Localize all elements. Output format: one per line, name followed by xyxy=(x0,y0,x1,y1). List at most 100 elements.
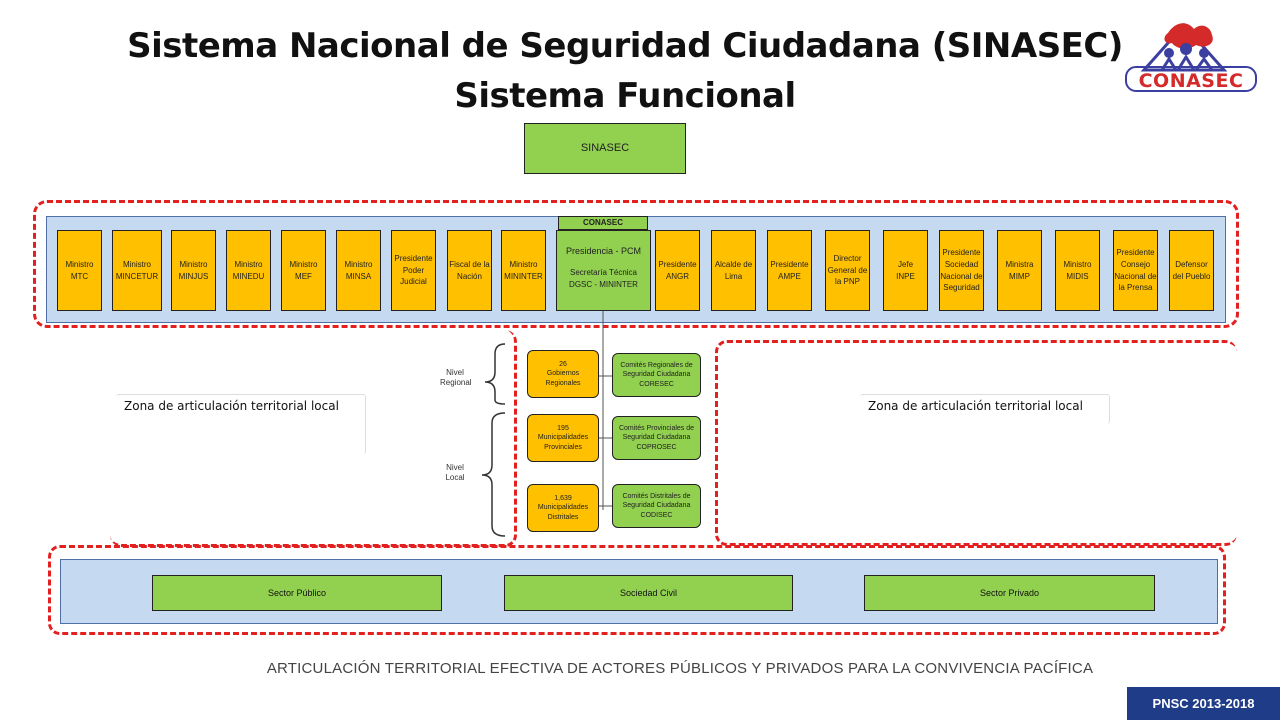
government-box-line: Provinciales xyxy=(544,443,582,451)
national-level-boundary xyxy=(33,200,1239,328)
member-box-line: MIMP xyxy=(1009,271,1030,281)
member-box-line: MIDIS xyxy=(1066,271,1089,281)
member-box-line: Nación xyxy=(457,271,482,281)
member-box-line: Ministro xyxy=(509,259,538,269)
member-box-line: Ministro xyxy=(179,259,208,269)
zona-articulacion-left: Zona de articulación territorial local xyxy=(116,394,366,454)
member-box-line: la PNP xyxy=(835,277,860,287)
member-box-line: Ministro xyxy=(344,259,373,269)
member-box-line: Ministro xyxy=(1063,259,1092,269)
conasec-tab: CONASEC xyxy=(558,216,648,230)
member-box-line: MTC xyxy=(70,271,89,281)
member-box-line: Ministro xyxy=(289,259,318,269)
member-box-line: la Prensa xyxy=(1118,283,1153,293)
member-box-line: Presidente xyxy=(658,259,697,269)
member-box-line: Seguridad xyxy=(943,283,980,293)
member-box-line: ANGR xyxy=(665,271,690,281)
sinasec-box: SINASEC xyxy=(524,123,686,174)
pnsc-badge: PNSC 2013-2018 xyxy=(1127,687,1280,720)
sector-publico-box: Sector Público xyxy=(152,575,442,611)
committee-box-line: CORESEC xyxy=(639,380,674,388)
committee-box-line: Comités Distritales de xyxy=(622,492,691,500)
presidencia-line1: Presidencia - PCM xyxy=(565,246,642,256)
member-box-line: del Pueblo xyxy=(1172,271,1211,281)
member-box-line: Judicial xyxy=(400,277,427,287)
member-box-line: MEF xyxy=(295,271,312,281)
conasec-logo-icon xyxy=(1125,22,1257,92)
presidencia-line3: DGSC - MININTER xyxy=(569,279,638,289)
member-box-line: MINEDU xyxy=(232,271,265,281)
member-box-line: Presidente xyxy=(394,254,433,264)
member-box: Defensor del Pueblo xyxy=(1169,230,1214,311)
member-box-line: Jefe xyxy=(897,259,914,269)
member-box-line: Presidente xyxy=(942,248,981,258)
member-box-line: Presidente xyxy=(770,259,809,269)
committee-box-line: Comités Provinciales de xyxy=(618,424,695,432)
committee-box-line: Seguridad Ciudadana xyxy=(622,371,691,379)
member-box-line: Fiscal de la xyxy=(449,259,490,269)
member-box-line: Ministro xyxy=(234,259,263,269)
committee-box-line: Seguridad Ciudadana xyxy=(622,502,691,510)
member-box-line: INPE xyxy=(896,271,915,281)
member-box-line: Presidente xyxy=(1116,248,1155,258)
tagline: ARTICULACIÓN TERRITORIAL EFECTIVA DE ACT… xyxy=(266,660,1094,677)
committee-box-line: COPROSEC xyxy=(636,443,677,451)
government-box-line: 26 xyxy=(559,360,567,368)
member-box-line: MINSA xyxy=(345,271,372,281)
committee-box: Comités Distritales de Seguridad Ciudadan… xyxy=(612,484,701,528)
committee-box-line: CODISEC xyxy=(640,511,673,519)
member-box-line: Nacional de xyxy=(940,271,983,281)
diagram-title-line1: Sistema Nacional de Seguridad Ciudadana … xyxy=(127,26,1123,66)
member-box-line: Poder xyxy=(402,265,425,275)
member-box-line: Defensor xyxy=(1175,259,1208,269)
member-box-line: Lima xyxy=(724,271,743,281)
government-box-line: 1,639 xyxy=(554,494,572,502)
member-box-line: Director xyxy=(833,254,862,264)
member-box-line: Sociedad xyxy=(944,259,979,269)
member-box: Fiscal de la Nación xyxy=(447,230,492,311)
government-box-line: Municipalidades xyxy=(537,434,589,442)
sociedad-civil-box: Sociedad Civil xyxy=(504,575,793,611)
member-box-line: Consejo xyxy=(1120,259,1151,269)
member-box-line: Ministro xyxy=(122,259,151,269)
member-box-line: MINJUS xyxy=(178,271,209,281)
zona-articulacion-right: Zona de articulación territorial local xyxy=(860,394,1110,424)
member-box-line: General de xyxy=(827,265,868,275)
presidencia-pcm-box: Presidencia - PCM Secretaría Técnica DGS… xyxy=(556,230,651,311)
government-box-line: 195 xyxy=(557,424,569,432)
government-box-line: Municipalidades xyxy=(537,504,589,512)
government-box-line: Gobiernos xyxy=(546,370,580,378)
sector-level-boundary xyxy=(48,545,1226,635)
sector-privado-box: Sector Privado xyxy=(864,575,1155,611)
member-box-line: AMPE xyxy=(778,271,801,281)
member-box-line: Nacional de xyxy=(1114,271,1157,281)
member-box-line: Ministro xyxy=(65,259,94,269)
member-box-line: MINCETUR xyxy=(115,271,159,281)
presidencia-line2: Secretaría Técnica xyxy=(570,268,637,278)
conasec-logo-text: CONASEC xyxy=(1138,70,1244,92)
regional-local-boundary-right xyxy=(715,340,1237,546)
government-box-line: Distritales xyxy=(547,513,579,521)
government-box-line: Regionales xyxy=(545,379,581,387)
